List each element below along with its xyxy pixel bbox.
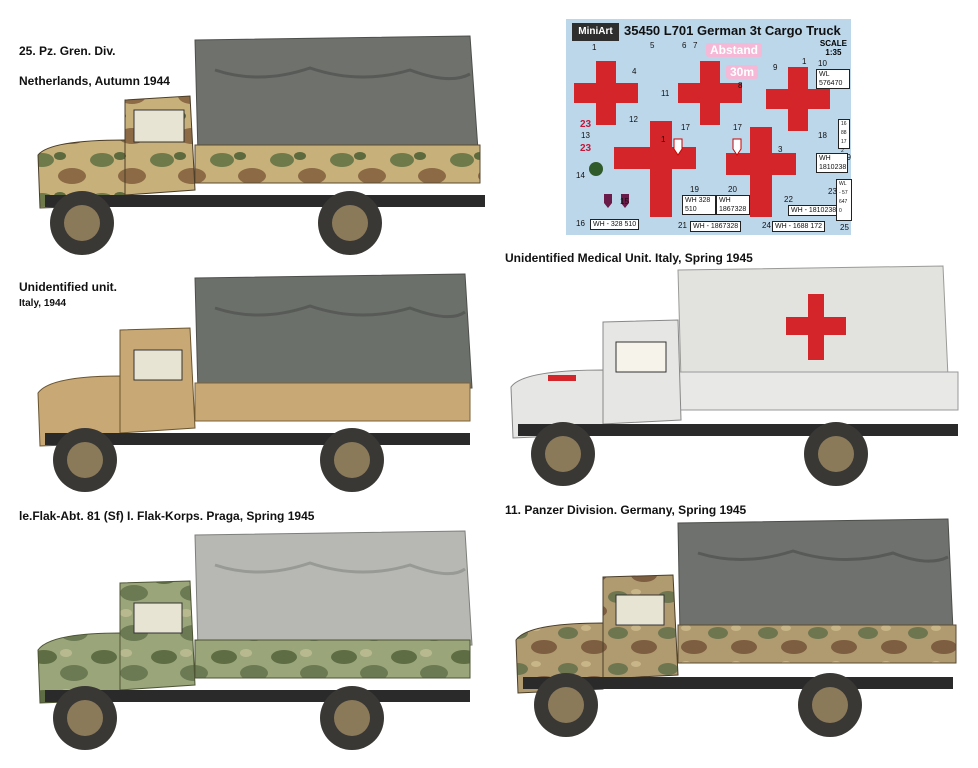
caption-line: Netherlands, Autumn 1944 — [19, 74, 170, 88]
license-plate-decal: WH - 328 510 — [590, 219, 640, 230]
engine-hood — [37, 632, 121, 704]
caption-unidentified-unit: Unidentified unit. Italy, 1944 — [19, 265, 117, 311]
caption-flak-abt: le.Flak-Abt. 81 (Sf) I. Flak-Korps. Prag… — [19, 509, 315, 523]
truck-11-panzer — [515, 518, 957, 737]
decal-23-marking: 23 — [580, 119, 592, 130]
decal-number: 1 — [661, 135, 666, 144]
scale-value: 1:35 — [825, 48, 842, 57]
decal-number: 18 — [818, 131, 827, 140]
decal-23-marking: 23 — [580, 143, 592, 154]
red-cross-decal — [766, 67, 830, 131]
decal-number: 24 — [762, 221, 771, 230]
decal-number: 3 — [778, 145, 783, 154]
decal-number: 21 — [678, 221, 687, 230]
decal-number: 17 — [733, 123, 742, 132]
license-plate-decal: WH - 1688 172 — [772, 221, 826, 232]
abstand-decal: Abstand — [706, 43, 762, 57]
decal-number: 4 — [632, 67, 637, 76]
decal-number: 11 — [661, 89, 670, 98]
caption-11-panzer: 11. Panzer Division. Germany, Spring 194… — [505, 503, 747, 517]
license-plate-decal: WH 1867328 — [716, 195, 750, 215]
miniart-logo: MiniArt — [572, 23, 619, 41]
decal-number: 23 — [828, 187, 837, 196]
truck-flak-abt — [37, 530, 473, 750]
red-cross — [786, 294, 846, 360]
red-cross-decal — [614, 121, 696, 217]
cargo-bed — [194, 382, 471, 422]
decal-title: 35450 L701 German 3t Cargo Truck — [624, 23, 841, 38]
tarpaulin — [194, 35, 479, 156]
decal-number: 9 — [773, 63, 778, 72]
cargo-bed — [677, 371, 959, 411]
truck-medical-unit — [510, 265, 959, 486]
caption-line: 25. Pz. Gren. Div. — [19, 44, 116, 58]
caption-sub: Italy, 1944 — [19, 298, 67, 309]
cab-window — [133, 109, 185, 143]
license-plate-decal: 1688172 — [838, 119, 850, 154]
red-cross-decal — [678, 61, 742, 125]
cab-window — [615, 594, 665, 626]
license-plate-decal: WH - 1867328 — [690, 221, 742, 232]
truck-unidentified-unit — [37, 273, 473, 492]
decal-number: 13 — [581, 131, 590, 140]
decal-number: 14 — [576, 171, 585, 180]
decal-number: 17 — [681, 123, 690, 132]
thirty-m-decal: 30m — [726, 65, 759, 79]
scale-text: SCALE — [819, 39, 847, 48]
red-cross-decal — [726, 127, 796, 217]
engine-hood — [37, 139, 126, 209]
license-plate-decal: WH 328 510 — [682, 195, 716, 215]
decal-number: 1 — [592, 43, 597, 52]
decal-number: 16 — [576, 219, 585, 228]
license-plate-decal: WL - 576470 — [836, 179, 852, 221]
engine-hood — [515, 622, 604, 694]
cab-window — [133, 602, 183, 634]
license-plate-decal: WH - 1810238 — [788, 205, 840, 216]
license-plate-decal: WL 576470 — [816, 69, 850, 89]
decal-number: 8 — [738, 81, 743, 90]
tarpaulin — [194, 273, 473, 394]
decal-number: 15 — [620, 197, 629, 206]
red-cross-decal — [574, 61, 638, 125]
division-shield-decals — [589, 138, 742, 208]
decal-sheet: MiniArt 35450 L701 German 3t Cargo Truck… — [566, 19, 852, 235]
decal-number: 22 — [784, 195, 793, 204]
decal-crosses — [574, 61, 830, 217]
caption-main: Unidentified unit. — [19, 280, 117, 294]
hood-cross-marking — [548, 375, 576, 381]
truck-25-pz-gren-div — [37, 35, 485, 255]
chassis — [45, 195, 485, 207]
decal-number: 6 — [682, 41, 687, 50]
cargo-bed — [194, 639, 471, 679]
cab-window — [133, 349, 183, 381]
cargo-bed — [677, 624, 957, 664]
cab — [602, 574, 679, 680]
decal-number: 19 — [690, 185, 699, 194]
caption-medical-unit: Unidentified Medical Unit. Italy, Spring… — [505, 251, 753, 265]
decal-number: 7 — [693, 41, 698, 50]
engine-hood — [37, 375, 121, 447]
decal-number: 12 — [629, 115, 638, 124]
tarpaulin — [677, 518, 954, 636]
decal-number: 20 — [728, 185, 737, 194]
cargo-bed — [194, 144, 481, 184]
engine-hood — [510, 369, 604, 439]
decal-number: 25 — [840, 223, 849, 232]
decal-number: 1 — [802, 57, 807, 66]
caption-25-pz-gren-div: 25. Pz. Gren. Div. Netherlands, Autumn 1… — [19, 29, 170, 89]
decal-number: 10 — [818, 59, 827, 68]
cab-window — [615, 341, 667, 373]
license-plate-decal: WH 1810238 — [816, 153, 848, 173]
tarpaulin — [194, 530, 473, 651]
decal-number: 5 — [650, 41, 655, 50]
scale-label: SCALE 1:35 — [820, 39, 847, 57]
cab — [119, 580, 196, 691]
